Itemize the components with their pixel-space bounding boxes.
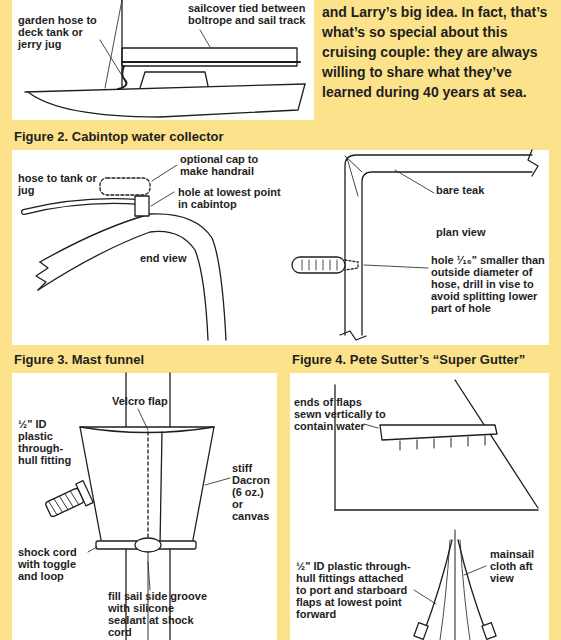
panel: [12, 0, 314, 120]
callout-label: fill sail side groove with silicone seal…: [108, 590, 212, 638]
callout-label: shock cord with toggle and loop: [18, 546, 88, 582]
callout-label: ½" ID plastic through-hull fittings atta…: [296, 560, 414, 620]
figure-title: Figure 4. Pete Sutter’s “Super Gutter”: [292, 352, 525, 367]
groove: [302, 260, 303, 270]
panel: [290, 373, 549, 640]
intro-text: and Larry’s big idea. In fact, that’s wh…: [322, 2, 556, 102]
callout-label: hole at lowest point in cabintop: [178, 186, 290, 210]
groove: [316, 260, 317, 270]
callout-label: end view: [140, 252, 210, 264]
callout-label: plan view: [436, 226, 526, 238]
callout-label: ends of flaps sewn vertically to contain…: [294, 396, 386, 432]
groove: [323, 260, 324, 270]
callout-label: garden hose to deck tank or jerry jug: [18, 14, 106, 50]
cabintop-plan-view: [292, 150, 538, 340]
callout-label: hole ¹⁄₁₆" smaller than outside diameter…: [431, 254, 545, 314]
callout-label: Velcro flap: [112, 395, 192, 407]
mast-funnel: [43, 373, 230, 640]
figure-title: Figure 3. Mast funnel: [14, 352, 144, 367]
drip-marks: [400, 436, 485, 450]
callout-label: ½" ID plastic through-hull fitting: [18, 418, 80, 466]
panel: [12, 150, 549, 345]
panel: [12, 373, 277, 640]
hose-grooves: [302, 260, 337, 270]
groove: [309, 260, 310, 270]
callout-label: optional cap to make handrail: [180, 153, 272, 177]
callout-label: stiff Dacron (6 oz.) or canvas: [232, 462, 276, 522]
figure-title: Figure 2. Cabintop water collector: [14, 129, 223, 144]
callout-label: hose to tank or jug: [18, 172, 110, 196]
fitting-threads: [48, 490, 78, 515]
groove: [330, 260, 331, 270]
groove: [337, 260, 338, 270]
callout-label: mainsail cloth aft view: [490, 548, 546, 584]
callout-label: bare teak: [436, 184, 526, 196]
callout-label: sailcover tied between boltrope and sail…: [188, 2, 310, 26]
